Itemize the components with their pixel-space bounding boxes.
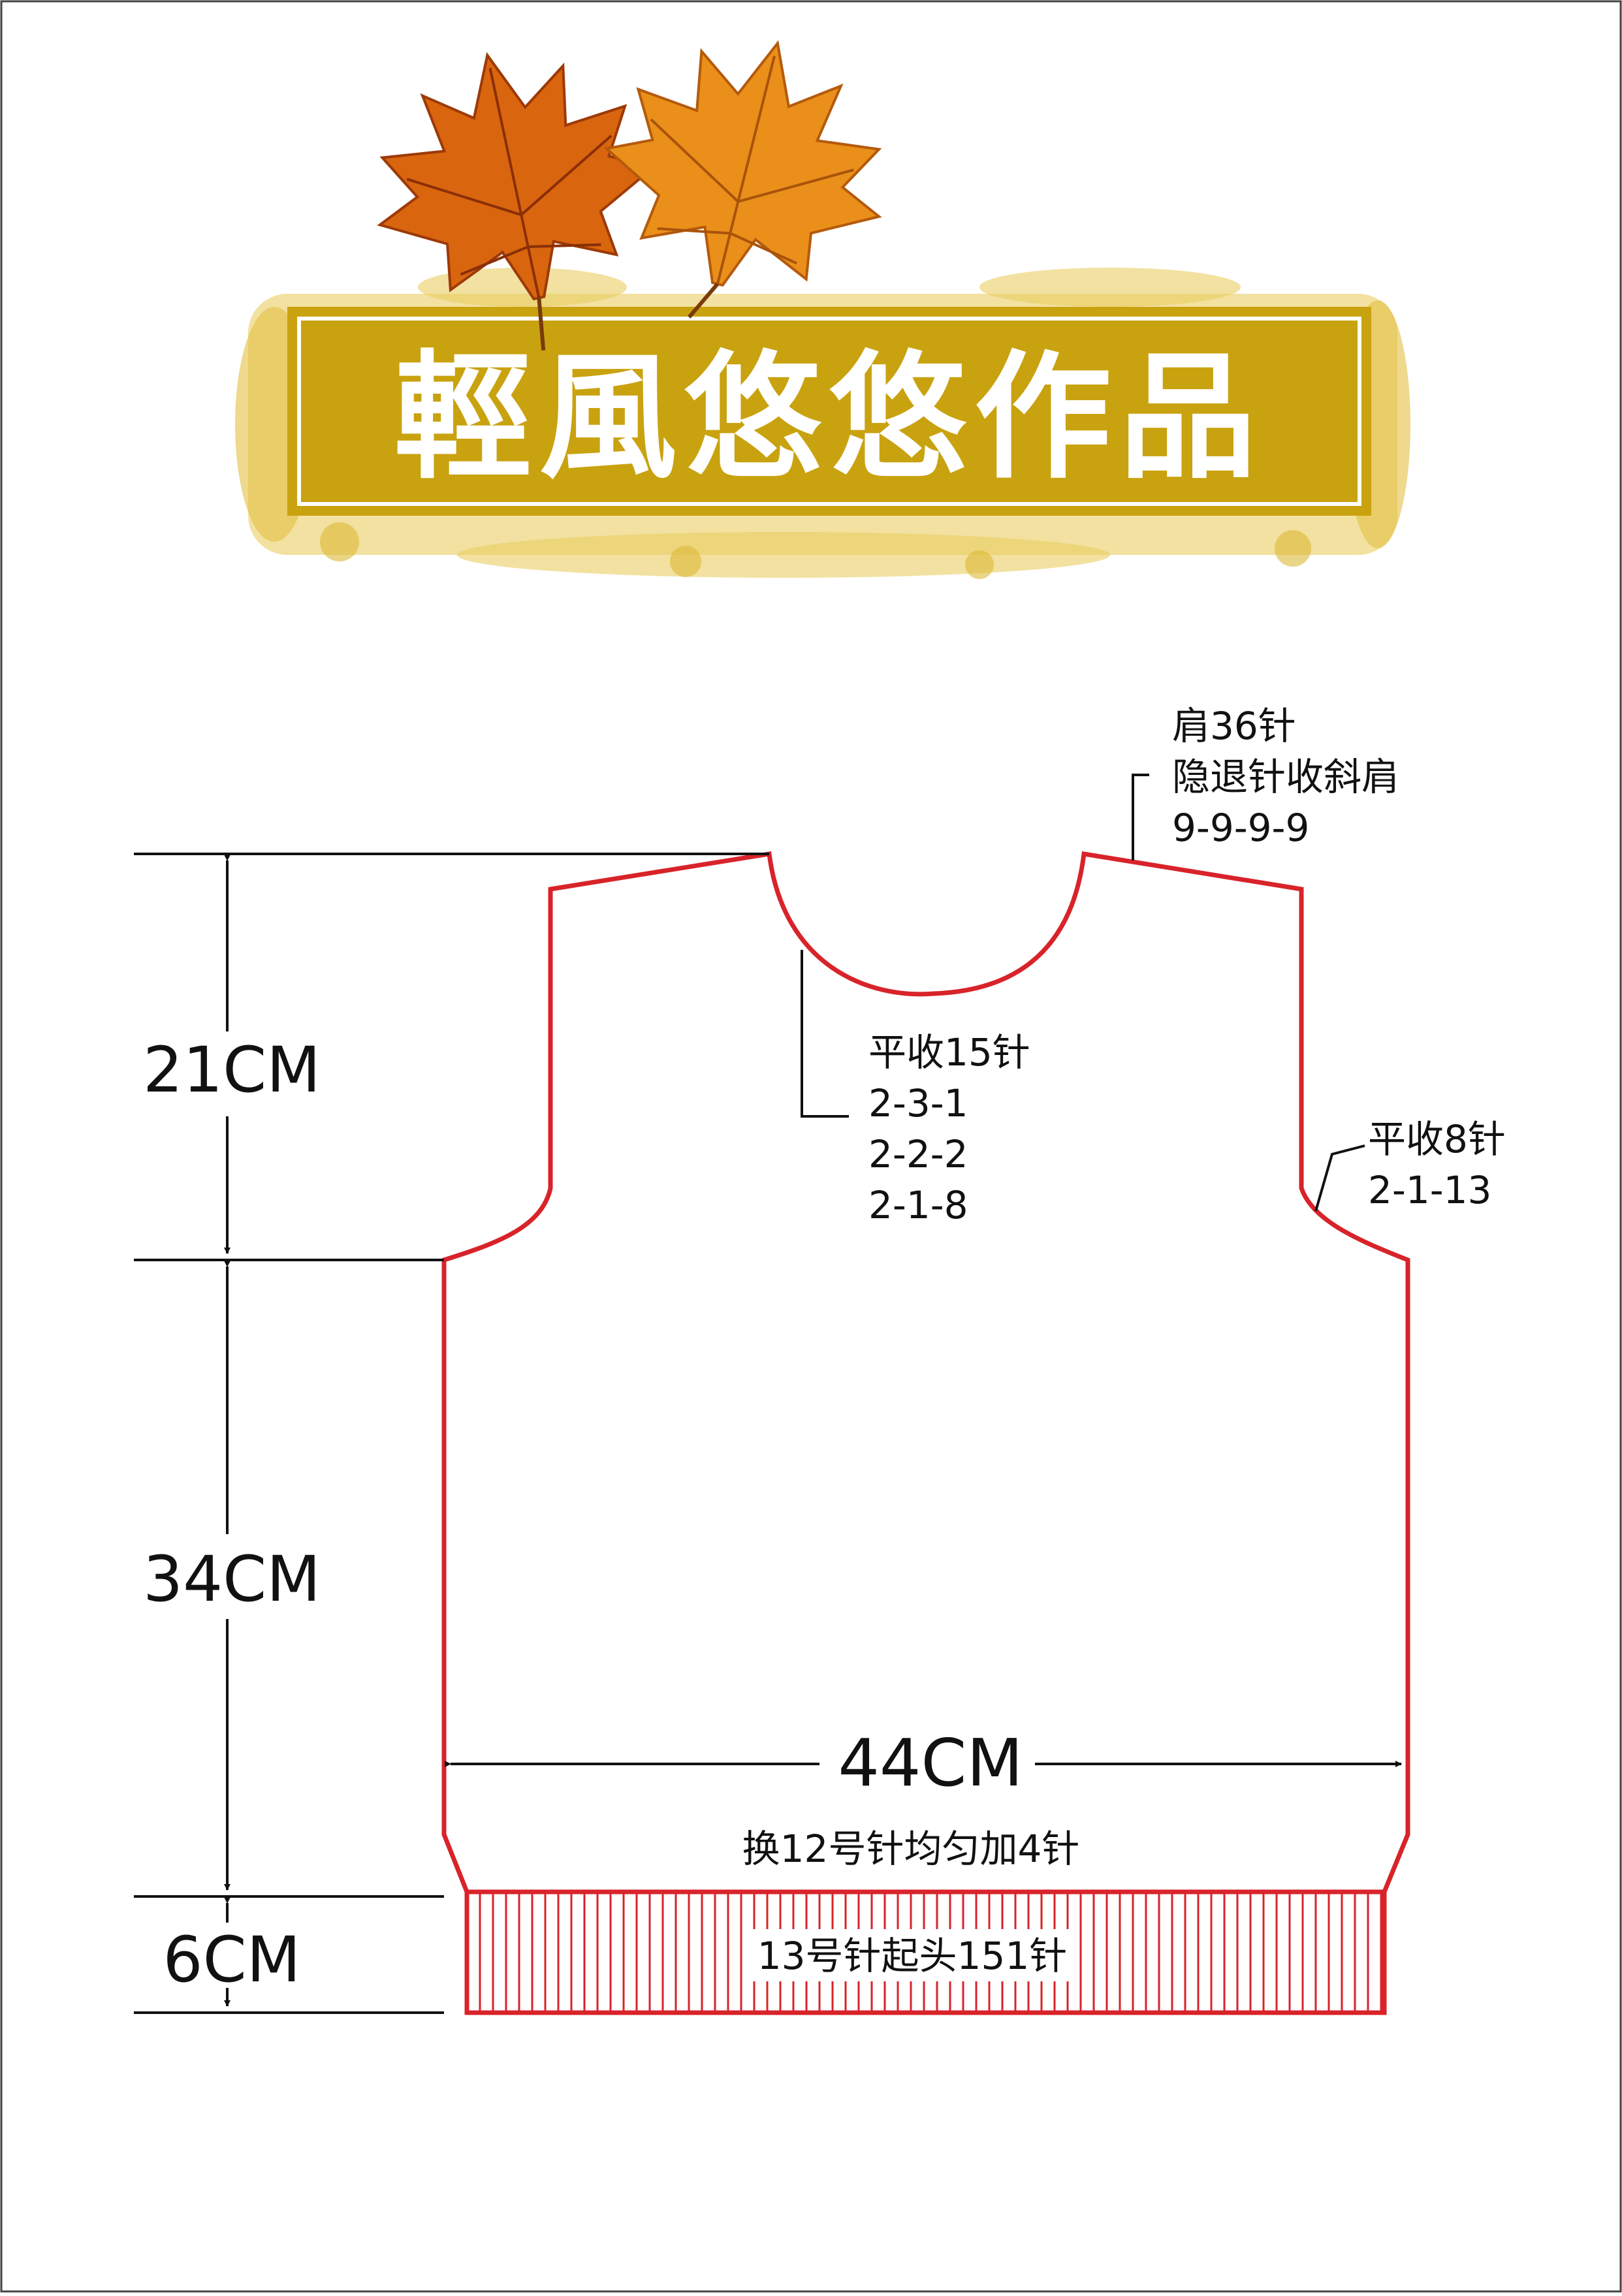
cast-on-label-background [751,1929,1074,1981]
cast-on-note: 13号针起头151针 [757,1934,1068,1978]
body-height-label: 34CM [143,1543,321,1616]
needle-change-note: 换12号针均匀加4针 [742,1827,1080,1871]
neck-note-line-3: 2-2-2 [868,1132,968,1176]
shoulder-note-line-2: 隐退针收斜肩 [1172,755,1399,799]
banner-inner-border [297,317,1361,506]
armhole-height-label: 21CM [143,1033,321,1107]
ribbing-height-label: 6CM [163,1923,301,1996]
cast-on-label-group: 13号针起头151针 [751,1929,1074,1981]
shoulder-note-line-1: 肩36针 [1172,704,1296,748]
neck-leader [801,950,849,1118]
title-banner: 輕風悠悠作品 [235,268,1410,579]
banner-title: 輕風悠悠作品 [394,338,1264,497]
maple-leaves-icon [377,40,882,351]
neck-note-line-2: 2-3-1 [868,1081,968,1125]
dimension-lines [134,853,1402,2014]
armhole-note-line-1: 平收8针 [1368,1117,1506,1161]
banner-box [287,307,1371,516]
ribbing-box [464,1889,1387,2015]
shoulder-leader [1132,774,1149,860]
body-outline [441,851,1410,1895]
neck-note-line-1: 平收15针 [868,1030,1030,1075]
leader-lines [801,774,1365,1212]
armhole-leader [1314,1144,1365,1212]
armhole-note-line-2: 2-1-13 [1368,1168,1491,1212]
neck-note-line-4: 2-1-8 [868,1183,968,1227]
shoulder-note-line-3: 9-9-9-9 [1172,806,1309,850]
width-label: 44CM [838,1725,1023,1801]
garment-outline [441,851,1410,2015]
